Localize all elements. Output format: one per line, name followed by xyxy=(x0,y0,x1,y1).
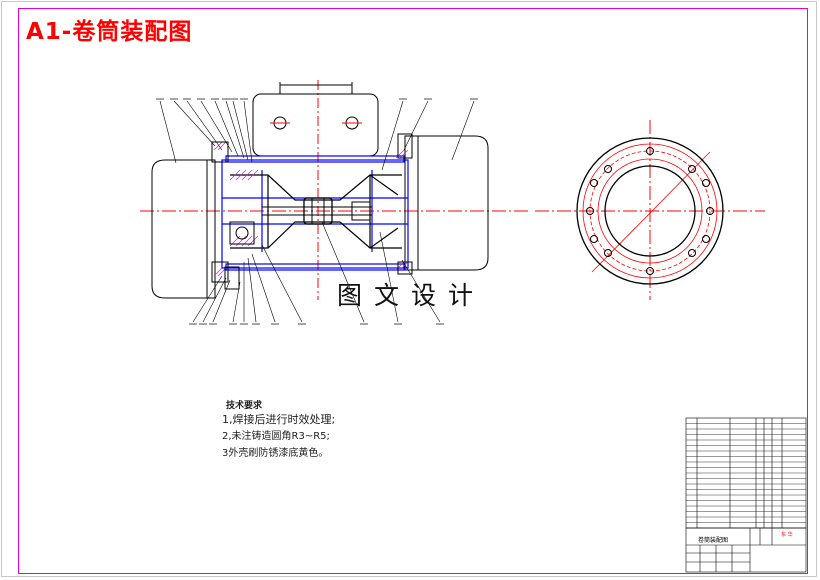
drum-body xyxy=(221,155,409,271)
tech-requirements-heading: 技术要求 xyxy=(226,401,263,411)
right-motor xyxy=(404,135,489,271)
title-block xyxy=(685,527,807,573)
bore xyxy=(604,165,696,257)
drum-inner-structure xyxy=(230,174,402,249)
diagonal-centerline xyxy=(591,151,711,273)
right-flange xyxy=(397,133,413,275)
watermark-text: 图文设计 xyxy=(337,281,486,310)
title-block-drawing-name: 卷筒装配图 xyxy=(698,537,729,544)
side-view-flange xyxy=(535,120,765,300)
bolt-holes xyxy=(586,147,714,275)
outer-rim xyxy=(576,137,724,285)
leader-lines xyxy=(159,100,475,323)
sheet-border xyxy=(18,8,808,574)
rim-line xyxy=(582,143,718,279)
bolt-circle xyxy=(589,150,711,272)
shaft-coupling xyxy=(262,197,372,225)
drawing-title: A1-卷筒装配图 xyxy=(26,19,193,45)
mounting-bracket xyxy=(252,82,379,157)
title-block-company: 东 华 xyxy=(781,532,793,538)
section-hatching xyxy=(213,141,409,277)
left-flange xyxy=(211,141,255,290)
parts-list-rows xyxy=(686,423,806,523)
front-section-view xyxy=(140,80,530,325)
tech-requirement-2: 2,未注铸造圆角R3~R5; xyxy=(222,431,330,442)
tech-requirement-3: 3外壳刷防锈漆底黄色。 xyxy=(222,448,329,459)
tech-requirement-1: 1,焊接后进行时效处理; xyxy=(222,413,336,426)
inner-ring xyxy=(597,158,703,264)
left-motor xyxy=(151,159,216,299)
technical-requirements: 技术要求 1,焊接后进行时效处理; 2,未注铸造圆角R3~R5; 3外壳刷防锈漆… xyxy=(222,398,335,462)
